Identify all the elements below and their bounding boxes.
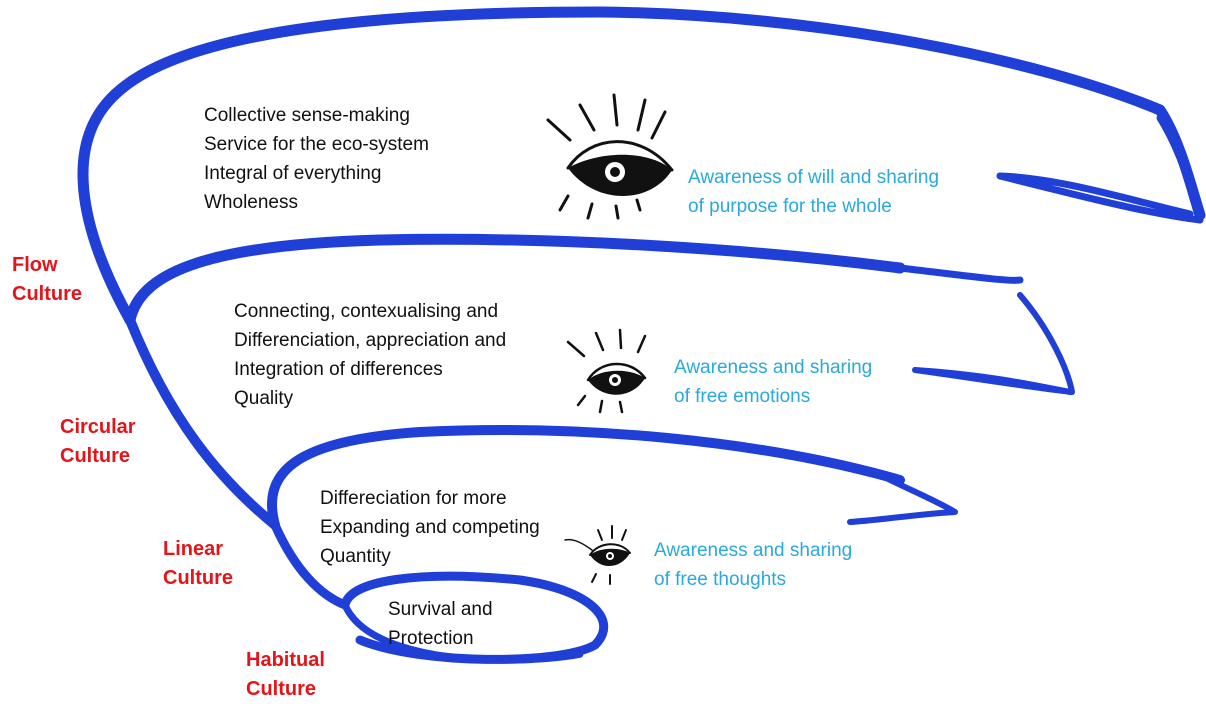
awareness-linear: Awareness and sharing of free thoughts [654,536,852,594]
culture-label-line: Habitual [246,649,325,671]
description-line: Quantity [320,546,391,567]
eye-icon-medium [566,328,647,414]
awareness-line: of free thoughts [654,569,787,590]
awareness-line: of free emotions [674,386,811,407]
culture-label-line: Culture [12,283,82,305]
spiral-outer-arrowhead [996,114,1204,224]
culture-label-line: Culture [163,567,233,589]
eye-icon-small [564,525,631,585]
description-circular: Connecting, contexualising and Differenc… [234,297,506,413]
spiral [77,6,1206,664]
spiral-inner-arrowhead [847,472,958,525]
culture-label-habitual: Habitual Culture [246,646,325,704]
culture-label-line: Culture [246,678,316,700]
description-line: Differenciation, appreciation and [234,330,507,351]
spiral-outer-arc [77,6,1206,326]
description-flow: Collective sense-making Service for the … [204,101,429,217]
awareness-flow: Awareness of will and sharing of purpose… [688,163,939,221]
description-line: Collective sense-making [204,105,410,126]
awareness-line: Awareness of will and sharing [688,167,940,188]
culture-label-line: Linear [163,538,224,560]
awareness-line: of purpose for the whole [688,196,892,217]
description-line: Wholeness [204,192,298,213]
description-line: Service for the eco-system [204,134,429,155]
description-line: Integral of everything [204,163,382,184]
awareness-line: Awareness and sharing [654,540,853,561]
spiral-second-arc [124,233,906,326]
culture-label-line: Flow [12,254,58,276]
description-line: Survival and [388,599,493,620]
description-line: Connecting, contexualising and [234,301,499,322]
description-line: Quality [234,388,294,409]
eye-icon-large [546,93,674,220]
awareness-line: Awareness and sharing [674,357,873,378]
description-line: Expanding and competing [320,517,540,538]
culture-label-circular: Circular Culture [60,413,136,471]
spiral-core-loop [341,601,584,664]
culture-label-linear: Linear Culture [163,535,233,593]
description-line: Differeciation for more [320,488,507,509]
spiral-middle-arrowhead [912,292,1075,395]
awareness-circular: Awareness and sharing of free emotions [674,353,872,411]
culture-label-line: Culture [60,445,130,467]
culture-label-line: Circular [60,416,136,438]
spiral-middle-arc [125,315,905,530]
description-line: Protection [388,628,474,649]
description-line: Integration of differences [234,359,443,380]
spiral-second-tail [896,264,1024,284]
description-linear: Differeciation for more Expanding and co… [320,484,540,571]
culture-label-flow: Flow Culture [12,251,82,309]
description-habitual: Survival and Protection [388,595,493,653]
